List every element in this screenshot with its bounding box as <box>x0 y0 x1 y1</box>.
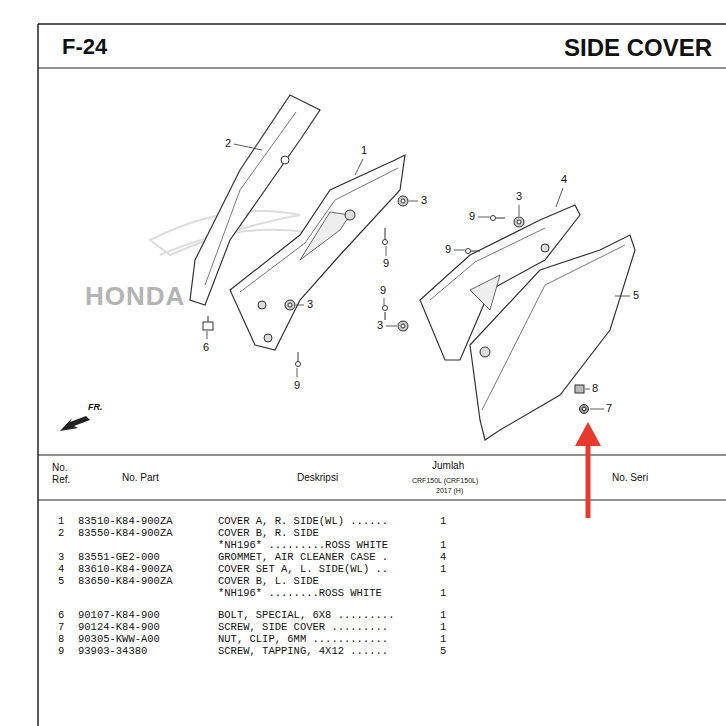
callout-number: 8 <box>592 382 598 395</box>
table-cell: 1 <box>440 563 446 575</box>
table-cell: 5 <box>440 645 446 657</box>
table-cell: 93903-34380 <box>78 645 147 657</box>
table-cell: 1 <box>440 609 446 621</box>
callout-number: 9 <box>445 243 451 256</box>
table-cell: SCREW, TAPPING, 4X12 ...... <box>218 645 388 657</box>
table-header: Deskripsi <box>297 472 338 484</box>
table-cell: COVER SET A, L. SIDE(WL) .. <box>218 563 388 575</box>
callout-number: 9 <box>383 257 389 270</box>
table-cell: SCREW, SIDE COVER ......... <box>218 621 388 633</box>
callout-number: 9 <box>294 379 300 392</box>
callout-number: 3 <box>516 190 522 203</box>
table-header: Jumlah <box>432 460 464 472</box>
table-cell: 1 <box>440 587 446 599</box>
table-cell: 1 <box>440 621 446 633</box>
table-cell: GROMMET, AIR CLEANER CASE . <box>218 551 388 563</box>
table-cell: 1 <box>58 515 64 527</box>
table-cell: 83650-K84-900ZA <box>78 575 173 587</box>
callout-number: 6 <box>203 341 209 354</box>
table-cell: NUT, CLIP, 6MM ............ <box>218 633 388 645</box>
table-header: 2017 (H) <box>436 487 463 495</box>
table-cell: BOLT, SPECIAL, 6X8 ......... <box>218 609 394 621</box>
callout-number: 5 <box>633 289 639 302</box>
table-cell: COVER A, R. SIDE(WL) ...... <box>218 515 388 527</box>
callout-number: 4 <box>561 173 567 186</box>
table-header: No. Seri <box>612 472 648 484</box>
table-cell: 4 <box>58 563 64 575</box>
callout-number: 3 <box>421 194 427 207</box>
table-cell: COVER B, L. SIDE <box>218 575 319 587</box>
table-header: No. Ref. <box>52 462 82 486</box>
table-cell: *NH196* ........ROSS WHITE <box>218 587 382 599</box>
table-cell: 90305-KWW-A00 <box>78 633 160 645</box>
watermark: HONDA <box>85 282 185 312</box>
callout-number: 9 <box>380 284 386 297</box>
callout-number: 1 <box>361 144 367 157</box>
table-cell: 2 <box>58 527 64 539</box>
table-cell: 7 <box>58 621 64 633</box>
table-cell: 83550-K84-900ZA <box>78 527 173 539</box>
table-cell: 83551-GE2-000 <box>78 551 160 563</box>
page-title: SIDE COVER <box>564 34 712 62</box>
table-cell: 9 <box>58 645 64 657</box>
table-cell: 3 <box>58 551 64 563</box>
table-cell: 8 <box>58 633 64 645</box>
table-cell: 6 <box>58 609 64 621</box>
table-cell: 1 <box>440 539 446 551</box>
callout-number: 3 <box>307 298 313 311</box>
table-cell: 90124-K84-900 <box>78 621 160 633</box>
callout-number: 7 <box>606 402 612 415</box>
table-cell: 1 <box>440 515 446 527</box>
callout-number: 3 <box>377 319 383 332</box>
table-cell: COVER B, R. SIDE <box>218 527 319 539</box>
table-cell: 83610-K84-900ZA <box>78 563 173 575</box>
table-cell: 5 <box>58 575 64 587</box>
table-cell: *NH196* .........ROSS WHITE <box>218 539 388 551</box>
callout-number: 2 <box>225 137 231 150</box>
table-header: No. Part <box>122 472 159 484</box>
table-cell: 1 <box>440 633 446 645</box>
front-indicator: FR. <box>88 402 103 412</box>
table-header: CRF150L (CRF150L) <box>412 477 478 485</box>
page-code: F-24 <box>62 34 107 59</box>
table-cell: 4 <box>440 551 446 563</box>
callout-number: 9 <box>469 210 475 223</box>
table-cell: 83510-K84-900ZA <box>78 515 173 527</box>
table-cell: 90107-K84-900 <box>78 609 160 621</box>
